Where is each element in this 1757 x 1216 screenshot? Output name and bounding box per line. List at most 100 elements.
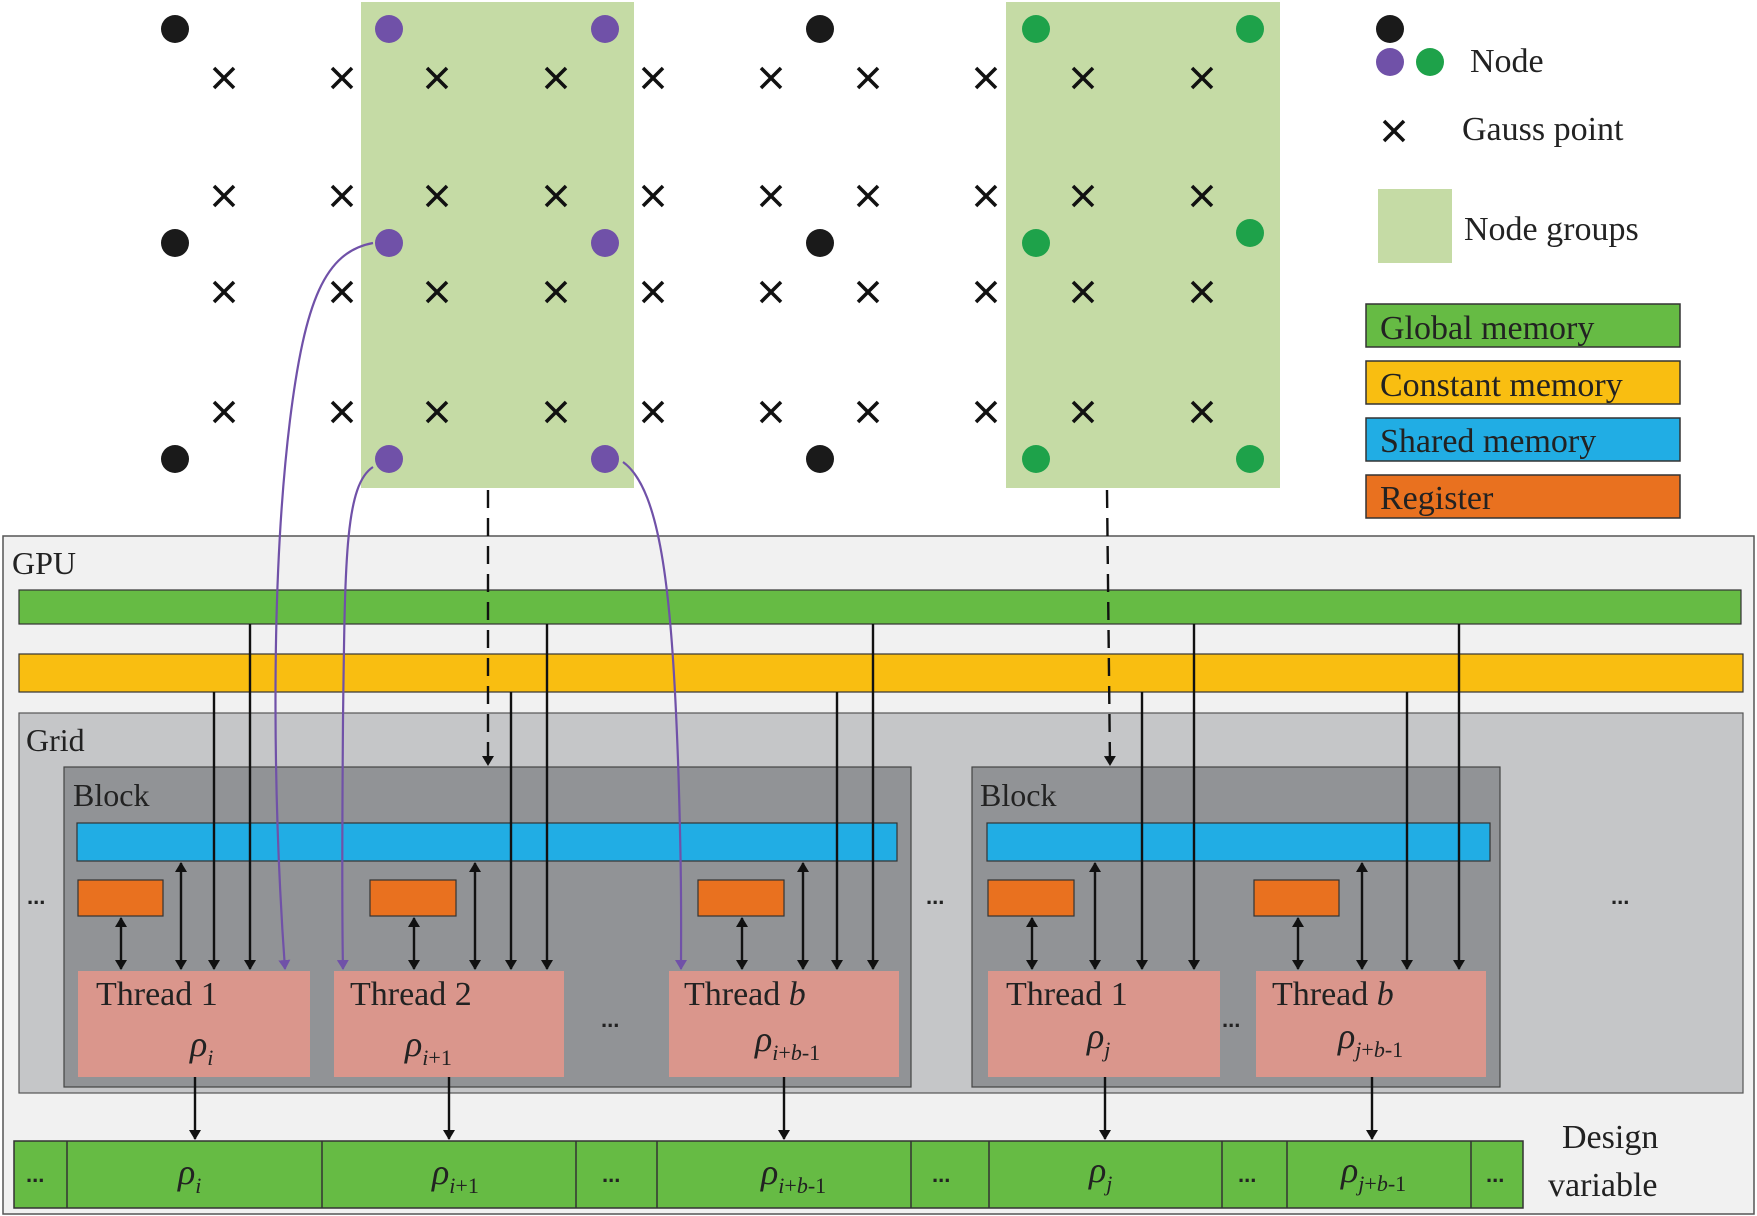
register-b2-tb <box>1253 879 1340 917</box>
node <box>1236 445 1264 473</box>
node <box>161 15 189 43</box>
design-variable-label-line2: variable <box>1548 1167 1658 1204</box>
block-2-thread-1-number: 1 <box>1111 976 1128 1013</box>
gauss-point <box>974 184 998 208</box>
gauss-point <box>544 66 568 90</box>
gauss-point <box>330 66 354 90</box>
gauss-point <box>759 280 783 304</box>
node-pattern <box>161 15 1264 473</box>
gauss-point <box>544 184 568 208</box>
curve-node-to-thread-2 <box>336 466 374 970</box>
node <box>806 445 834 473</box>
gauss-point <box>425 400 449 424</box>
block-2-thread-b-rho: ρj+b-1 <box>1337 1016 1403 1062</box>
block-1-ellipsis-threads: ... <box>601 1007 619 1032</box>
legend-node-green <box>1416 48 1444 76</box>
node <box>591 15 619 43</box>
gpu-label: GPU <box>12 545 76 581</box>
thread-b-rho: ρi+b-1 <box>754 1019 820 1065</box>
register-tb <box>697 879 785 917</box>
gauss-point <box>856 66 880 90</box>
gauss-point <box>974 66 998 90</box>
register-t2 <box>369 879 457 917</box>
block-2-thread-b-prefix: Thread <box>1272 976 1368 1013</box>
gauss-point <box>856 280 880 304</box>
gauss-point <box>1190 280 1214 304</box>
gauss-point <box>1071 184 1095 208</box>
gauss-point <box>641 400 665 424</box>
dv-rho-j: ρj <box>1088 1150 1112 1196</box>
constant-memory-bar <box>18 653 1744 693</box>
legend-gauss-icon <box>1382 119 1406 143</box>
curve-node-to-thread-b <box>622 461 688 970</box>
node <box>591 229 619 257</box>
thread-b-number: b <box>789 976 806 1013</box>
gauss-point <box>974 280 998 304</box>
legend: Node Gauss point Node groups Global memo… <box>1365 15 1681 519</box>
dashed-arrow-group-2-to-block-2 <box>1103 489 1116 766</box>
gauss-point <box>641 280 665 304</box>
dv-rho-i1: ρi+1 <box>431 1152 479 1198</box>
gauss-point <box>544 400 568 424</box>
node-group-2 <box>1006 2 1280 488</box>
block-1-label: Block <box>73 777 149 813</box>
node-group-1 <box>361 2 634 488</box>
node <box>161 445 189 473</box>
block-2-thread-1-prefix: Thread <box>1006 976 1102 1013</box>
svg-text:Thread b: Thread b <box>684 976 806 1013</box>
gauss-point <box>1190 66 1214 90</box>
gauss-point <box>212 66 236 90</box>
svg-text:Thread 2: Thread 2 <box>350 976 472 1013</box>
legend-constant-memory-label: Constant memory <box>1380 367 1623 404</box>
thread-b-prefix: Thread <box>684 976 780 1013</box>
gauss-point <box>641 66 665 90</box>
gauss-point <box>212 280 236 304</box>
gauss-point <box>1071 400 1095 424</box>
gauss-point <box>544 280 568 304</box>
legend-node-purple <box>1376 48 1404 76</box>
node <box>375 15 403 43</box>
legend-global-memory-label: Global memory <box>1380 310 1594 347</box>
legend-constant-memory <box>1365 360 1681 405</box>
legend-node-groups-label: Node groups <box>1464 211 1639 248</box>
gauss-point <box>212 184 236 208</box>
dv-ellipsis-2: ... <box>602 1162 620 1187</box>
node <box>806 229 834 257</box>
gauss-point <box>759 400 783 424</box>
node <box>1022 229 1050 257</box>
global-memory-bar <box>18 589 1742 625</box>
design-variable-bar <box>13 1140 1524 1209</box>
svg-text:Thread 1: Thread 1 <box>1006 976 1128 1013</box>
thread-b: Thread b ρi+b-1 <box>669 971 899 1077</box>
grid-ellipsis-between-blocks: ... <box>926 884 944 909</box>
legend-node-groups-swatch <box>1378 189 1452 263</box>
gauss-point <box>974 400 998 424</box>
gauss-point <box>856 184 880 208</box>
block-2-thread-b-number: b <box>1377 976 1394 1013</box>
gauss-point <box>425 280 449 304</box>
dv-ellipsis-3: ... <box>932 1162 950 1187</box>
gauss-point <box>1071 280 1095 304</box>
arrows <box>115 489 1465 1140</box>
legend-node-label: Node <box>1470 43 1544 80</box>
block-2-thread-1: Thread 1 ρj <box>988 971 1220 1077</box>
node <box>591 445 619 473</box>
design-variable-label-line1: Design <box>1562 1119 1658 1156</box>
block-2-shared-memory <box>986 822 1491 862</box>
node <box>1236 15 1264 43</box>
grid-ellipsis-left: ... <box>27 884 45 909</box>
svg-text:Thread 1: Thread 1 <box>96 976 218 1013</box>
legend-shared-memory-label: Shared memory <box>1380 423 1596 460</box>
block-2-thread-1-rho: ρj <box>1086 1016 1110 1062</box>
thread-1-rho: ρi <box>189 1024 213 1070</box>
register-b2-t1 <box>987 879 1075 917</box>
gauss-point <box>759 184 783 208</box>
block-1-shared-memory <box>76 822 898 862</box>
thread-1-prefix: Thread <box>96 976 192 1013</box>
gauss-point <box>1071 66 1095 90</box>
gauss-point <box>330 280 354 304</box>
curve-node-to-thread-1 <box>274 241 374 970</box>
node <box>1022 15 1050 43</box>
gauss-point <box>1190 400 1214 424</box>
dv-ellipsis-1: ... <box>26 1162 44 1187</box>
